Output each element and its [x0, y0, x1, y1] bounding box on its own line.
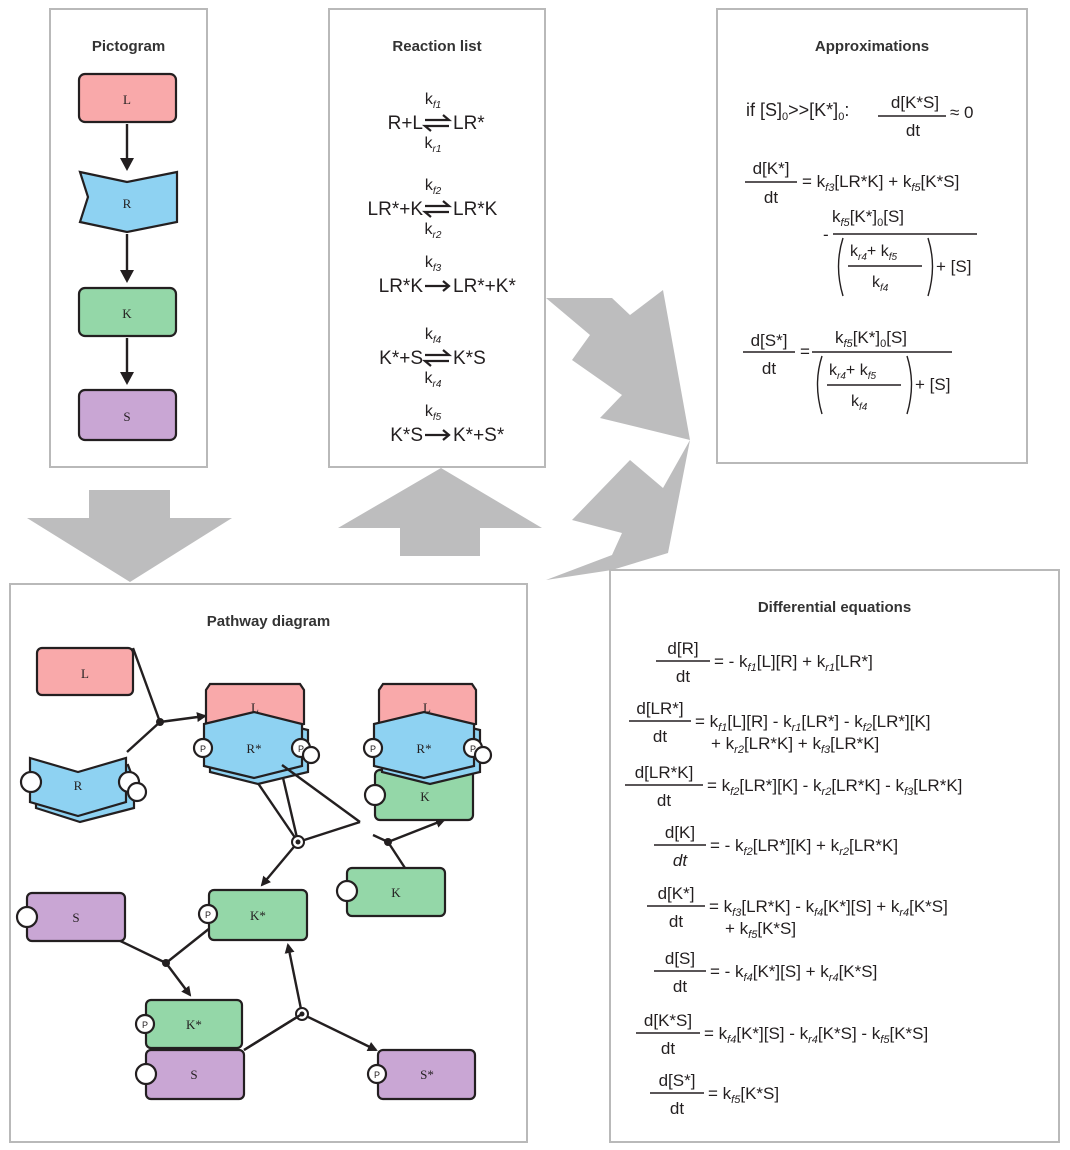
reaction-list-title: Reaction list: [392, 38, 482, 55]
approximations-panel: Approximations: [716, 8, 1028, 464]
lower-diag-arrow: [546, 440, 690, 580]
pictogram-panel: Pictogram: [49, 8, 208, 468]
approximations-title: Approximations: [814, 38, 930, 55]
pathway-panel: Pathway diagram: [9, 583, 528, 1143]
pathway-title: Pathway diagram: [206, 613, 331, 630]
down-arrow: [27, 490, 232, 582]
pictogram-title: Pictogram: [91, 38, 166, 55]
reaction-list-panel: Reaction list: [328, 8, 546, 468]
upper-diag-arrow: [546, 290, 690, 440]
differential-panel: Differential equations: [609, 569, 1060, 1143]
up-arrow: [338, 468, 542, 556]
differential-title: Differential equations: [757, 599, 912, 616]
